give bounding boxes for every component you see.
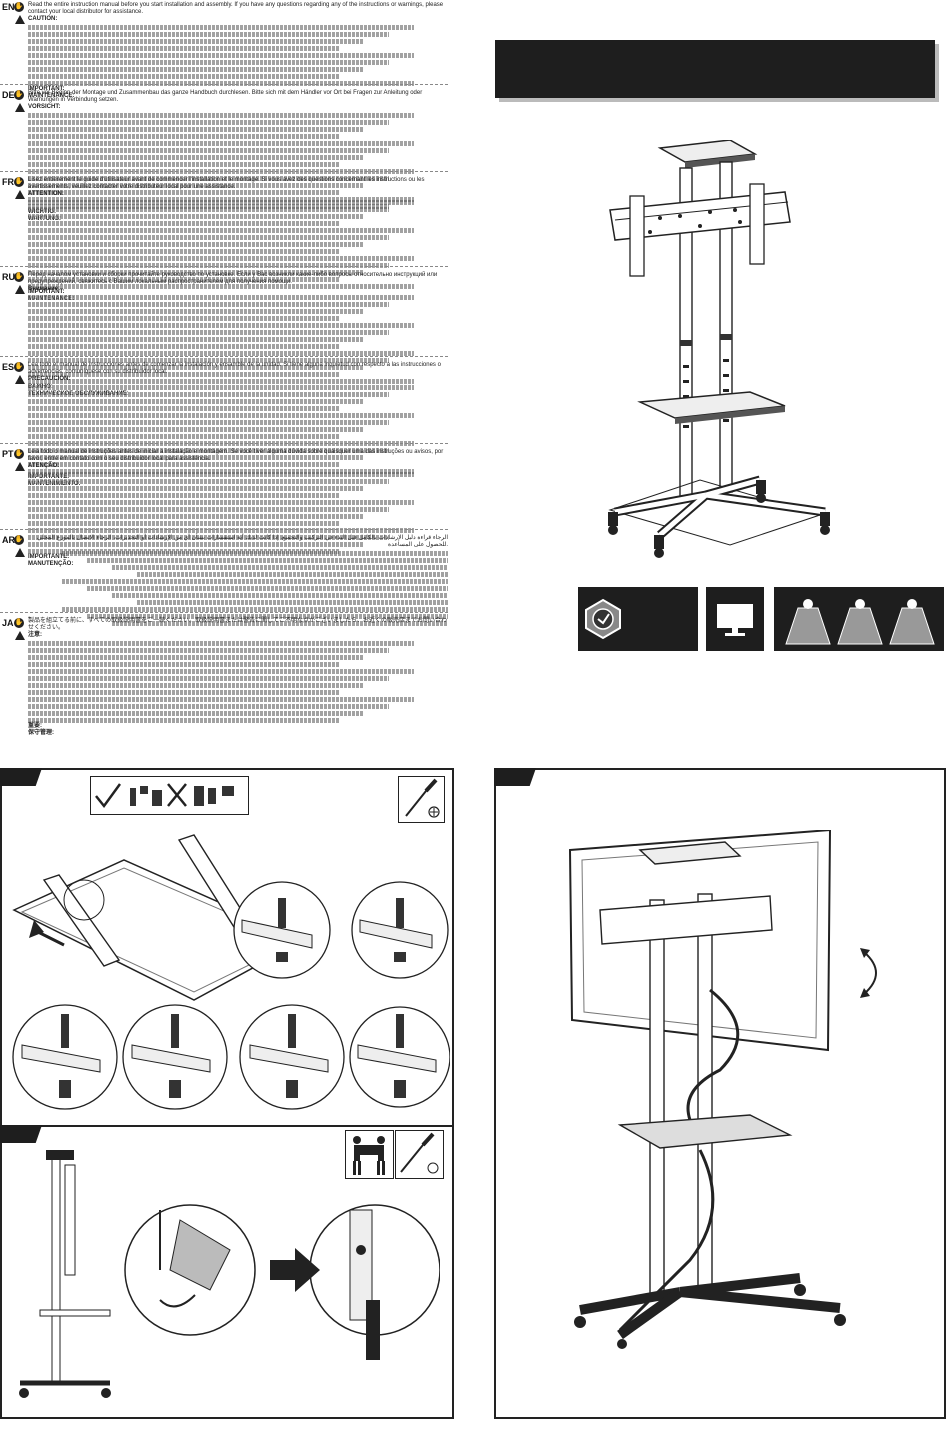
- warning-triangle-icon: [15, 548, 25, 557]
- language-code: EN: [2, 2, 15, 12]
- language-code: AR: [2, 535, 15, 545]
- check-icon: [95, 783, 122, 809]
- screw-detail-circles-top: [233, 881, 449, 979]
- warning-lines: [28, 113, 448, 209]
- tv-screen-icon: [717, 604, 753, 636]
- step-2-tab: [0, 1125, 42, 1143]
- info-disc-icon: ✋: [14, 2, 24, 12]
- language-code: JA: [2, 618, 14, 628]
- language-code: PT: [2, 449, 14, 459]
- warning-triangle-icon: [15, 375, 25, 384]
- info-disc-icon: ✋: [14, 90, 24, 100]
- warning-triangle-icon: [15, 631, 25, 640]
- max-load-icon: [585, 598, 621, 640]
- maintenance-label: MAINTENANCE:: [28, 93, 75, 99]
- warning-triangle-icon: [15, 190, 25, 199]
- intro-text: Перед началом установки и сборки прочита…: [28, 272, 438, 285]
- two-person-and-screwdriver-icons: [345, 1130, 444, 1179]
- warning-lines: [28, 200, 448, 289]
- language-code: FR: [2, 177, 14, 187]
- section-divider: [0, 84, 448, 85]
- intro-text: Bitte vor Beginn der Montage und Zusamme…: [28, 90, 423, 103]
- warning-triangle-icon: [15, 285, 25, 294]
- warning-triangle-icon: [15, 462, 25, 471]
- important-label: IMPORTANT:: [28, 289, 65, 295]
- caution-label: VORSICHT:: [28, 104, 61, 110]
- language-code: DE: [2, 90, 15, 100]
- warning-text: الرجاء قراءة دليل الإرشادات بالكامل قبل …: [28, 535, 448, 626]
- warning-text: Read the entire instruction manual befor…: [28, 2, 448, 100]
- caution-label: Внимание:: [28, 286, 60, 292]
- warning-lines: [28, 25, 448, 86]
- intro-text: Lisez entièrement le guide d'utilisateur…: [28, 177, 425, 190]
- step-3-tab: [494, 768, 536, 786]
- maintenance-label: MANTENIMIENTO:: [28, 481, 81, 487]
- intro-text: الرجاء قراءة دليل الإرشادات بالكامل قبل …: [37, 535, 448, 548]
- warning-text: Перед началом установки и сборки прочита…: [28, 272, 448, 398]
- screw-comparison-box: [90, 776, 249, 815]
- important-label: IMPORTANTE:: [28, 554, 70, 560]
- section-divider: [0, 443, 448, 444]
- section-divider: [0, 529, 448, 530]
- warning-text: Lisez entièrement le guide d'utilisateur…: [28, 177, 448, 303]
- caution-label: 注意:: [28, 632, 42, 638]
- caution-label: PRECAUCIÓN:: [28, 376, 71, 382]
- intro-text: Read the entire instruction manual befor…: [28, 2, 444, 15]
- intro-text: 製品を組立てる前に、すべての取扱説明書をご一読ください。取扱説明書または警告に関…: [28, 618, 447, 631]
- info-disc-icon: ✋: [14, 362, 24, 372]
- screwdriver-tool-icon: [398, 776, 445, 823]
- maintenance-label: 保守管理:: [28, 730, 54, 736]
- warning-lines: [28, 551, 448, 626]
- section-divider: [0, 171, 448, 172]
- language-code: ES: [2, 362, 15, 372]
- tv-cart-illustration: [608, 140, 830, 558]
- warning-text: Leia todo o manual de instruções antes d…: [28, 449, 448, 568]
- section-divider: [0, 266, 448, 267]
- tv-mounted-on-cart-illustration: [568, 830, 846, 1349]
- info-disc-icon: ✋: [14, 272, 24, 282]
- important-label: IMPORTANTE:: [28, 474, 70, 480]
- info-disc-icon: ✋: [14, 449, 24, 459]
- info-disc-icon: ✋: [14, 535, 24, 545]
- section-divider: [0, 612, 448, 613]
- title-banner: [495, 40, 935, 98]
- section-divider: [0, 356, 448, 357]
- intro-text: Lea todo el manual de instrucciones ante…: [28, 362, 441, 375]
- warning-text: 製品を組立てる前に、すべての取扱説明書をご一読ください。取扱説明書または警告に関…: [28, 618, 448, 737]
- caution-label: CAUTION:: [28, 16, 58, 22]
- info-disc-icon: ✋: [14, 618, 24, 628]
- screw-detail-circles-bottom: [12, 1004, 450, 1110]
- stand-side-view-illustration: [19, 1150, 111, 1398]
- step-1-tab: [0, 768, 42, 786]
- caution-label: ATTENTION:: [28, 191, 64, 197]
- maintenance-label: MANUTENÇÃO:: [28, 561, 74, 567]
- warning-triangle-icon: [15, 15, 25, 24]
- rotate-arrow-icon: [860, 948, 877, 998]
- info-disc-icon: ✋: [14, 177, 24, 187]
- important-label: WICHTIG:: [28, 209, 56, 215]
- important-label: IMPORTANT:: [28, 86, 65, 92]
- warning-triangle-icon: [15, 103, 25, 112]
- warning-lines: [28, 295, 448, 384]
- next-step-arrow: [270, 1248, 320, 1292]
- bracket-hook-detail-illustration: [124, 1204, 440, 1360]
- weight-capacity-icons: [785, 599, 935, 645]
- language-code: RU: [2, 272, 15, 282]
- intro-text: Leia todo o manual de instruções antes d…: [28, 449, 444, 462]
- warning-lines: [28, 641, 448, 723]
- warning-text: Bitte vor Beginn der Montage und Zusamme…: [28, 90, 448, 223]
- important-label: 重要:: [28, 723, 42, 729]
- maintenance-label: WARTUNG:: [28, 216, 61, 222]
- caution-label: ATENÇÃO:: [28, 463, 60, 469]
